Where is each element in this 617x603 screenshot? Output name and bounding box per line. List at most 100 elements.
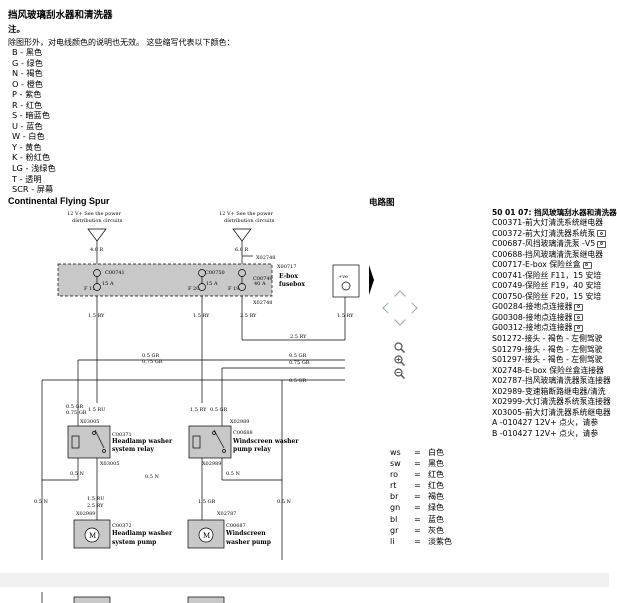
supply-marker-left — [87, 228, 107, 242]
pump-label: Windscreen — [225, 530, 266, 537]
connector-label: X02748 — [256, 255, 275, 261]
camera-icon[interactable] — [574, 314, 584, 322]
colour-legend: B - 黑色 G - 绿色 N - 褐色 O - 橙色 P - 紫色 R - 红… — [12, 47, 56, 195]
component-item-text: C00371-前大灯清洗系统继电器 — [492, 218, 604, 227]
wire-label: 1.5 RY — [88, 313, 105, 319]
connector-label: X02989 — [202, 461, 221, 467]
component-item-text: S01272-接头 - 褐色 - 左侧驾驶 — [492, 334, 603, 344]
connector-label: C00688 — [233, 430, 253, 436]
wire-label: 0.5 GR — [210, 407, 228, 413]
connector-label: C00371 — [112, 432, 132, 438]
colour-intro: 除图形外，对电线颜色的说明也无效。 这些缩写代表以下颜色： — [8, 38, 235, 47]
component-item[interactable]: C00717-E-box 保险丝盒 — [492, 260, 609, 271]
connector-label: X02787 — [217, 511, 236, 517]
component-item-text: C00717-E-box 保险丝盒 — [492, 260, 581, 270]
component-item[interactable]: G00284-接地点连接器 — [492, 302, 609, 313]
component-item[interactable]: X02999-大灯清洗器系统泵连接器 — [492, 397, 611, 408]
wire-label: 0.5 N — [145, 474, 160, 480]
component-item[interactable]: X02989-变速箱断路继电器/清洗 — [492, 387, 609, 398]
component-item[interactable]: X02787-挡风玻璃清洗器泵连接器 — [492, 376, 611, 387]
supply-label-right-2: distribution circuits — [224, 218, 275, 224]
component-item[interactable]: A -010427 12V+ 点火，请参 — [492, 418, 609, 429]
colour-legend-item: K - 粉红色 — [12, 152, 51, 163]
pan-left-icon[interactable] — [382, 302, 394, 314]
wire-label: 0.75 GR — [66, 410, 87, 416]
fusebox-label: fusebox — [279, 281, 305, 288]
component-item[interactable]: X02748-E-box 保险丝盒连接器 — [492, 366, 609, 377]
component-item[interactable]: C00371-前大灯清洗系统继电器 — [492, 218, 609, 229]
wire-code-code: br — [390, 492, 399, 502]
camera-icon[interactable] — [597, 230, 607, 238]
pan-down-icon[interactable] — [394, 314, 406, 326]
wire-label: 1.5 RY — [190, 407, 207, 413]
component-item[interactable]: C00741-保险丝 F11，15 安培 — [492, 271, 609, 282]
wire-code-name: 红色 — [428, 481, 444, 491]
ebox-fusebox — [57, 263, 273, 297]
wire-code-name: 淡紫色 — [428, 536, 452, 546]
component-item-text: X02787-挡风玻璃清洗器泵连接器 — [492, 376, 611, 386]
wire-code-eq: = — [414, 481, 421, 491]
wire-code-eq: = — [414, 459, 421, 469]
zoom-in-icon[interactable] — [394, 342, 406, 354]
camera-icon[interactable] — [574, 324, 584, 332]
relay-label: pump relay — [233, 446, 271, 453]
amp-label: 15 A — [102, 281, 114, 287]
component-item-text: C00750-保险丝 F20，15 安培 — [492, 291, 602, 301]
colour-legend-item: SCR - 屏幕 — [12, 184, 54, 195]
component-item[interactable]: G00312-接地点连接器 — [492, 323, 609, 334]
wire-label: 6.0 R — [235, 247, 249, 253]
page-arrow-icon — [369, 265, 374, 295]
component-item[interactable]: S01272-接头 - 褐色 - 左侧驾驶 — [492, 334, 609, 345]
colour-legend-item: P - 紫色 — [12, 89, 42, 100]
wire-code-row: br=褐色 — [390, 491, 452, 502]
amp-label: 40 A — [254, 281, 266, 287]
wire-code-code: gr — [390, 525, 399, 535]
camera-icon[interactable] — [597, 240, 607, 248]
motor-icon — [84, 527, 100, 543]
wire-code-eq: = — [414, 492, 421, 502]
connector-label: X02748 — [253, 300, 272, 306]
camera-icon[interactable] — [574, 303, 584, 311]
wire-label: 1.5 RU — [87, 496, 105, 502]
wire-code-row: rt=红色 — [390, 480, 452, 491]
component-item-text: C00372-前大灯清洗器系统泵 — [492, 228, 596, 238]
colour-legend-item: W - 白色 — [12, 131, 45, 142]
colour-legend-item: R - 红色 — [12, 99, 43, 110]
component-item[interactable]: G00308-接地点连接器 — [492, 313, 609, 324]
camera-icon[interactable] — [582, 261, 592, 269]
connector-label: C00687 — [226, 523, 246, 529]
wire-code-code: li — [390, 536, 395, 546]
component-item[interactable]: C00750-保险丝 F20，15 安培 — [492, 292, 609, 303]
wire-code-code: sw — [390, 459, 401, 469]
connector-label: C00750 — [205, 270, 225, 276]
zoom-out-icon[interactable] — [394, 368, 406, 380]
pan-control[interactable] — [382, 290, 418, 326]
motor-symbol: M — [89, 532, 96, 540]
wire-label: 2.5 RY — [240, 313, 257, 319]
component-item[interactable]: C00687-风挡玻璃清洗泵 -V5 — [492, 239, 609, 250]
component-item[interactable]: C00749-保险丝 F19，40 安培 — [492, 281, 609, 292]
ignition-label: +ve — [338, 274, 348, 280]
component-item[interactable]: X03005-前大灯清洗器系统继电器 — [492, 408, 611, 419]
component-item[interactable]: S01297-接头 - 褐色 - 左侧驾驶 — [492, 355, 609, 366]
pan-right-icon[interactable] — [406, 302, 418, 314]
wire-code-name: 白色 — [428, 448, 444, 457]
pump-label: Headlamp washer — [112, 530, 173, 537]
pump-label: washer pump — [225, 539, 271, 546]
wire-code-eq: = — [414, 536, 421, 546]
pan-up-icon[interactable] — [394, 290, 406, 302]
component-item[interactable]: C00688-挡风玻璃清洗泵继电器 — [492, 250, 609, 261]
amp-label: 15 A — [206, 281, 218, 287]
component-item-text: A -010427 12V+ 点火，请参 — [492, 418, 599, 428]
component-item-text: S01297-接头 - 褐色 - 左侧驾驶 — [492, 355, 603, 365]
component-item[interactable]: B -010427 12V+ 点火，请参 — [492, 429, 609, 440]
wire-label: 2.5 RY — [87, 503, 104, 509]
wire-code-row: li = 淡紫色 — [390, 536, 452, 547]
component-item[interactable]: C00372-前大灯清洗器系统泵 — [492, 229, 609, 240]
wire-label: 1.5 RY — [337, 313, 354, 319]
component-item[interactable]: S01279-接头 - 褐色 - 左侧驾驶 — [492, 345, 609, 356]
zoom-plus-icon[interactable] — [394, 355, 406, 367]
component-item-text: C00687-风挡玻璃清洗泵 -V5 — [492, 239, 596, 249]
colour-legend-item: N - 褐色 — [12, 68, 43, 79]
